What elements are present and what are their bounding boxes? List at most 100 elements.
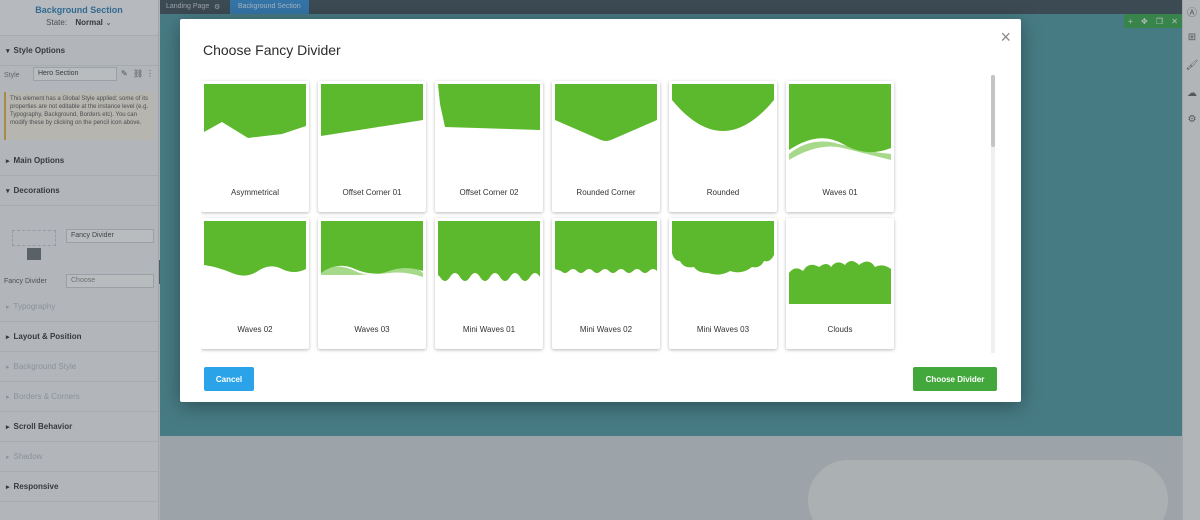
- section-main-options[interactable]: ▸Main Options: [0, 146, 158, 176]
- divider-card-waves-01[interactable]: Waves 01: [786, 81, 894, 212]
- duplicate-icon[interactable]: ❐: [1155, 16, 1164, 26]
- scrollbar[interactable]: [991, 75, 995, 353]
- divider-label: Asymmetrical: [230, 188, 279, 197]
- section-decorations[interactable]: ▾Decorations: [0, 176, 158, 206]
- position-preview[interactable]: [12, 230, 56, 246]
- caret-right-icon: ▸: [6, 483, 10, 491]
- section-label: Responsive: [13, 482, 59, 491]
- section-shadow[interactable]: ▸Shadow: [0, 442, 158, 472]
- scrollbar-thumb[interactable]: [991, 75, 995, 147]
- section-label: Typography: [13, 302, 56, 311]
- divider-card-mini-waves-01[interactable]: Mini Waves 01: [435, 218, 543, 349]
- divider-preview: [438, 221, 540, 304]
- state-value: Normal: [75, 18, 103, 27]
- section-scroll-behavior[interactable]: ▸Scroll Behavior: [0, 412, 158, 442]
- content-card-shape: [808, 460, 1168, 520]
- divider-preview: [789, 84, 891, 167]
- close-icon[interactable]: ×: [1000, 27, 1011, 47]
- section-typography[interactable]: ▸Typography: [0, 292, 158, 322]
- section-background-style[interactable]: ▸Background Style: [0, 352, 158, 382]
- choose-divider-button[interactable]: Choose Divider: [913, 367, 997, 391]
- divider-label: Offset Corner 01: [342, 188, 402, 197]
- divider-label: Rounded: [706, 188, 740, 197]
- fancy-divider-input[interactable]: Choose: [66, 274, 154, 288]
- divider-card-offset-corner-01[interactable]: Offset Corner 01: [318, 81, 426, 212]
- section-label: Scroll Behavior: [13, 422, 73, 431]
- divider-card-waves-03[interactable]: Waves 03: [318, 218, 426, 349]
- position-swatch[interactable]: [27, 248, 41, 260]
- caret-right-icon: ▸: [6, 453, 10, 461]
- divider-preview: [438, 84, 540, 167]
- pencil-icon[interactable]: ✎: [121, 69, 128, 78]
- divider-label: Mini Waves 03: [696, 325, 750, 334]
- divider-label: Mini Waves 02: [579, 325, 633, 334]
- divider-preview: [321, 221, 423, 304]
- add-icon[interactable]: +: [1128, 16, 1133, 26]
- section-responsive[interactable]: ▸Responsive: [0, 472, 158, 502]
- divider-label: Offset Corner 02: [459, 188, 519, 197]
- divider-card-waves-02[interactable]: Waves 02: [201, 218, 309, 349]
- divider-preview: [555, 84, 657, 167]
- divider-preview: [672, 84, 774, 167]
- element-toolbar: + ✥ ❐ ✕: [1124, 14, 1182, 28]
- divider-preview: [204, 221, 306, 304]
- state-label: State:: [46, 18, 68, 27]
- caret-down-icon: ▾: [6, 47, 10, 55]
- divider-card-mini-waves-03[interactable]: Mini Waves 03: [669, 218, 777, 349]
- style-row: Style Hero Section ✎ ⛓ ⋮: [0, 66, 158, 86]
- brush-icon[interactable]: 🖌: [1185, 60, 1199, 71]
- divider-card-rounded-corner[interactable]: Rounded Corner: [552, 81, 660, 212]
- divider-card-asymmetrical[interactable]: Asymmetrical: [201, 81, 309, 212]
- breadcrumb-item-active[interactable]: Background Section: [230, 0, 309, 14]
- state-selector[interactable]: State: Normal ⌄: [0, 18, 158, 27]
- style-select[interactable]: Hero Section: [33, 67, 117, 81]
- section-borders-corners[interactable]: ▸Borders & Corners: [0, 382, 158, 412]
- right-toolbar: Ⓐ ⊞ 🖌 ☁ ⚙: [1182, 0, 1200, 520]
- divider-preview: [321, 84, 423, 167]
- divider-label: Waves 02: [237, 325, 273, 334]
- more-icon[interactable]: ⋮: [146, 69, 154, 78]
- divider-preview: [672, 221, 774, 304]
- section-style-options[interactable]: ▾Style Options: [0, 36, 158, 66]
- style-label: Style: [4, 72, 20, 79]
- canvas-lower-section[interactable]: [160, 436, 1182, 520]
- decoration-select[interactable]: Fancy Divider: [66, 229, 154, 243]
- panel-title: Background Section: [35, 5, 123, 15]
- section-label: Layout & Position: [13, 332, 82, 341]
- gear-icon[interactable]: ⚙: [214, 4, 221, 11]
- section-label: Style Options: [13, 46, 66, 55]
- divider-card-clouds[interactable]: Clouds: [786, 218, 894, 349]
- unlink-icon[interactable]: ⛓: [133, 69, 144, 78]
- decorations-body: Fancy Divider Fancy Divider Choose: [0, 206, 158, 292]
- gear-icon[interactable]: ⚙: [1187, 114, 1197, 125]
- divider-label: Mini Waves 01: [462, 325, 516, 334]
- breadcrumb-item[interactable]: Landing Page: [166, 3, 210, 10]
- global-style-note: This element has a Global Style applied;…: [4, 92, 154, 140]
- delete-icon[interactable]: ✕: [1171, 16, 1178, 26]
- caret-right-icon: ▸: [6, 393, 10, 401]
- move-icon[interactable]: ✥: [1140, 16, 1148, 26]
- section-label: Shadow: [13, 452, 43, 461]
- section-layout-position[interactable]: ▸Layout & Position: [0, 322, 158, 352]
- divider-card-offset-corner-02[interactable]: Offset Corner 02: [435, 81, 543, 212]
- chevron-down-icon: ⌄: [105, 18, 112, 27]
- breadcrumb: Landing Page ⚙ Background Section: [160, 0, 1182, 14]
- divider-grid: Asymmetrical Offset Corner 01 Offset Corne…: [201, 76, 998, 356]
- caret-right-icon: ▸: [6, 303, 10, 311]
- section-label: Background Style: [13, 362, 77, 371]
- fancy-divider-label: Fancy Divider: [4, 278, 47, 285]
- logo-icon: Ⓐ: [1187, 8, 1197, 19]
- section-label: Main Options: [13, 156, 65, 165]
- divider-card-rounded[interactable]: Rounded: [669, 81, 777, 212]
- divider-card-mini-waves-02[interactable]: Mini Waves 02: [552, 218, 660, 349]
- add-icon[interactable]: ⊞: [1187, 32, 1197, 43]
- caret-right-icon: ▸: [6, 157, 10, 165]
- section-label: Borders & Corners: [13, 392, 80, 401]
- divider-preview: [204, 84, 306, 167]
- divider-label: Waves 01: [822, 188, 858, 197]
- divider-label: Waves 03: [354, 325, 390, 334]
- cloud-icon[interactable]: ☁: [1187, 88, 1197, 99]
- section-label: Decorations: [13, 186, 60, 195]
- cancel-button[interactable]: Cancel: [204, 367, 254, 391]
